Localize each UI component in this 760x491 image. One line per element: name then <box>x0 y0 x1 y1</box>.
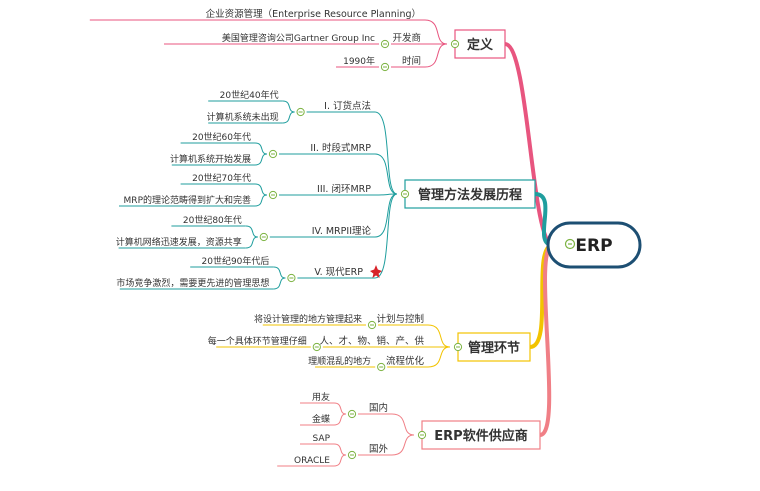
leaf-connector <box>273 266 286 279</box>
leaf-connector <box>333 454 347 467</box>
child-node[interactable]: 时间 1990年 <box>343 55 421 72</box>
leaf-connector <box>245 236 258 249</box>
leaf-label: 1990年 <box>343 55 375 67</box>
branch-1[interactable]: 定义 企业资源管理（Enterprise Resource Planning） 开发… <box>206 8 506 72</box>
child-connector <box>391 434 415 456</box>
leaf-label: 20世纪60年代 <box>192 131 251 143</box>
leaf-label: SAP <box>313 434 331 444</box>
leaf-label: 理顺混乱的地方 <box>308 355 371 367</box>
child-label: 企业资源管理（Enterprise Resource Planning） <box>206 8 421 20</box>
leaf-label: 将设计管理的地方管理起来 <box>254 313 362 325</box>
leaf-label: 市场竞争激烈，需要更先进的管理思想 <box>116 277 269 289</box>
node-layer: 定义 企业资源管理（Enterprise Resource Planning） 开发… <box>116 8 541 466</box>
branch-node[interactable] <box>404 179 536 209</box>
child-label: 流程优化 <box>386 355 425 367</box>
leaf-connector <box>254 194 268 207</box>
child-connector <box>374 193 398 279</box>
child-connector <box>374 153 398 195</box>
leaf-connector <box>333 413 347 426</box>
child-connector <box>427 324 451 348</box>
branch-connector <box>528 243 555 349</box>
leaf-label: MRP的理论范畴得到扩大和完善 <box>124 194 251 206</box>
child-node[interactable]: 流程优化 理顺混乱的地方 <box>308 355 425 372</box>
branch-label: 定义 <box>466 37 494 53</box>
leaf-connector <box>245 225 258 238</box>
leaf-label: 计算机网络迅速发展，资源共享 <box>116 236 242 248</box>
leaf-connector <box>282 111 295 124</box>
branch-label: ERP软件供应商 <box>434 428 527 444</box>
child-label: 人、才、物、销、产、供 <box>319 335 424 347</box>
root-node[interactable]: ERP <box>546 221 642 269</box>
leaf-label: 每一个具体环节管理仔细 <box>208 335 307 347</box>
child-label: 计划与控制 <box>376 313 424 325</box>
leaf-connector <box>254 142 268 155</box>
connector-layer <box>89 19 555 467</box>
root-label: ERP <box>575 236 612 256</box>
branch-node[interactable] <box>457 332 531 362</box>
child-label: IV. MRPII理论 <box>312 225 372 237</box>
branch-connector <box>538 243 555 437</box>
leaf-label: 金蝶 <box>312 413 330 425</box>
leaf-connector <box>333 443 347 456</box>
child-label: III. 闭环MRP <box>317 183 371 195</box>
leaf-label: 20世纪80年代 <box>183 214 242 226</box>
leaf-label: 美国管理咨询公司Gartner Group Inc <box>222 32 375 44</box>
child-label: V. 现代ERP <box>314 267 363 278</box>
child-label: II. 时段式MRP <box>310 142 371 154</box>
branch-label: 管理方法发展历程 <box>418 187 522 203</box>
leaf-connector <box>333 402 347 415</box>
child-node[interactable]: III. 闭环MRP 20世纪70年代 MRP的理论范畴得到扩大和完善 <box>124 172 372 206</box>
child-connector <box>424 19 448 45</box>
child-label: I. 订货点法 <box>324 100 371 112</box>
child-connector <box>427 346 451 368</box>
child-node[interactable]: 国外 SAP ORACLE <box>294 434 388 466</box>
leaf-connector <box>254 153 268 166</box>
branch-node[interactable] <box>454 29 506 59</box>
star-flag-icon <box>370 265 382 278</box>
leaf-connector <box>282 100 295 113</box>
child-connector <box>374 193 398 238</box>
child-node[interactable]: 企业资源管理（Enterprise Resource Planning） <box>206 8 421 20</box>
leaf-label: 计算机系统未出现 <box>207 111 279 123</box>
leaf-connector <box>273 277 286 290</box>
leaf-label: 20世纪70年代 <box>192 172 251 184</box>
child-label: 时间 <box>402 55 421 67</box>
leaf-label: 20世纪40年代 <box>220 89 279 101</box>
child-connector <box>391 413 415 436</box>
child-label: 开发商 <box>392 32 421 44</box>
leaf-label: ORACLE <box>294 456 330 466</box>
leaf-label: 用友 <box>312 391 330 403</box>
child-label: 国内 <box>369 402 388 414</box>
child-connector <box>374 193 398 196</box>
branch-label: 管理环节 <box>468 340 520 356</box>
leaf-label: 20世纪90年代后 <box>201 255 269 267</box>
child-node[interactable]: 计划与控制 将设计管理的地方管理起来 <box>254 313 424 330</box>
child-node[interactable]: 开发商 美国管理咨询公司Gartner Group Inc <box>222 32 421 49</box>
child-connector <box>374 111 398 195</box>
leaf-connector <box>254 183 268 196</box>
child-label: 国外 <box>369 443 389 455</box>
leaf-label: 计算机系统开始发展 <box>170 153 251 165</box>
child-connector <box>424 43 448 68</box>
branch-3[interactable]: 管理环节 计划与控制 将设计管理的地方管理起来人、才、物、销、产、供每一个具体环节管… <box>208 313 531 372</box>
